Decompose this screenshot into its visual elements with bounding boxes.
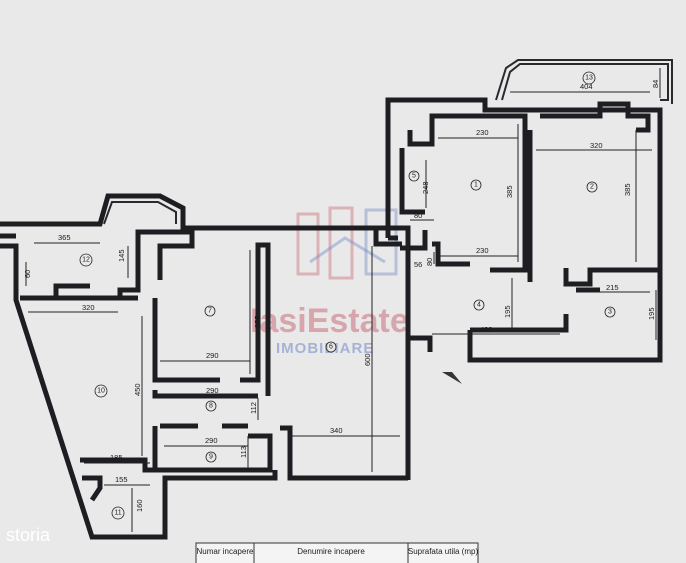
room-number: 11 <box>114 510 121 517</box>
room-number: 8 <box>209 403 213 410</box>
table-header-area: Suprafata utila (mp) <box>408 547 479 556</box>
dim-label: 160 <box>135 499 144 512</box>
room-number: 6 <box>329 344 333 351</box>
watermark: IasiEstate IMOBILIARE <box>250 206 409 357</box>
dimension-labels: 365 145 60 320 355 290 290 112 290 113 3… <box>23 80 660 512</box>
dim-label: 320 <box>82 303 95 312</box>
dim-label: 215 <box>606 283 619 292</box>
dim-label: 385 <box>505 185 514 198</box>
dim-label: 290 <box>205 436 218 445</box>
dim-label: 60 <box>23 270 32 278</box>
dim-label: 195 <box>503 305 512 318</box>
room-number: 2 <box>590 184 594 191</box>
dim-label: 155 <box>115 475 128 484</box>
dim-label: 450 <box>133 383 142 396</box>
dim-label: 355 <box>253 315 262 328</box>
storia-logo: storia <box>6 525 51 545</box>
dim-label: 195 <box>647 307 656 320</box>
watermark-text: IasiEstate <box>250 302 409 340</box>
room-number: 7 <box>208 308 212 315</box>
dim-label: 185 <box>110 453 123 462</box>
watermark-subtext: IMOBILIARE <box>276 340 374 357</box>
room-number: 10 <box>97 388 105 395</box>
dim-label: 248 <box>421 181 430 194</box>
room-number: 1 <box>474 182 478 189</box>
dim-label: 320 <box>590 141 603 150</box>
dim-label: 112 <box>249 402 258 414</box>
dim-label: 84 <box>651 80 660 88</box>
room-number: 5 <box>412 173 416 180</box>
north-arrow-icon <box>442 372 462 384</box>
dim-label: 290 <box>206 351 219 360</box>
dim-label: 600 <box>363 353 372 366</box>
dim-label: 365 <box>58 233 71 242</box>
legend-table: Numar incapere Denumire incapere Suprafa… <box>195 542 479 563</box>
dim-label: 385 <box>623 183 632 196</box>
dim-label: 404 <box>580 82 593 91</box>
walls <box>0 59 673 540</box>
table-header-number: Numar incapere <box>197 547 254 556</box>
room-number: 9 <box>209 454 213 461</box>
dim-label: 230 <box>476 128 489 137</box>
dim-label: 145 <box>117 249 126 262</box>
room-number: 4 <box>477 302 481 309</box>
dim-label: 113 <box>239 446 248 458</box>
room-number: 12 <box>82 257 90 264</box>
table-header-name: Denumire incapere <box>297 547 365 556</box>
dimension-lines <box>25 68 661 532</box>
dim-label: 80 <box>425 258 434 266</box>
dim-label: 400 <box>480 325 493 334</box>
dim-label: 340 <box>330 426 343 435</box>
dim-label: 230 <box>476 246 489 255</box>
room-number: 3 <box>608 309 612 316</box>
dim-label: 56 <box>414 260 422 269</box>
dim-label: 80 <box>414 211 422 220</box>
dim-label: 290 <box>206 386 219 395</box>
room-markers: 1 2 3 4 5 6 7 8 9 10 11 12 13 <box>79 71 616 520</box>
room-number: 13 <box>585 75 593 82</box>
